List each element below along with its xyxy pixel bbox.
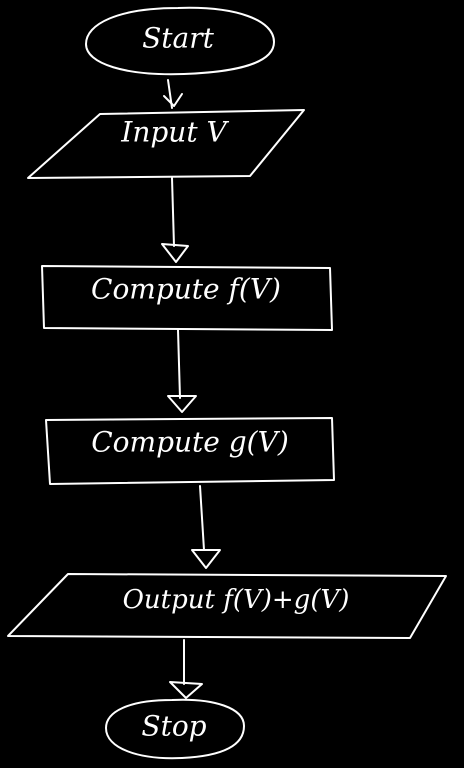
start-oval: [85, 6, 275, 76]
stop-node: Stop: [105, 698, 245, 760]
start-label: Start: [142, 22, 215, 55]
input-parallelogram: [27, 109, 305, 179]
input-node: Input V: [27, 109, 305, 179]
compute-g-box: [45, 417, 335, 485]
start-node: Start: [85, 6, 275, 76]
stop-oval: [105, 698, 245, 760]
compute-f-label: Compute f(V): [91, 273, 281, 306]
arrow-input-to-compute-f: [161, 177, 189, 263]
input-label: Input V: [120, 116, 229, 149]
arrow-compute-f-to-compute-g: [167, 329, 197, 413]
output-node: Output f(V)+g(V): [7, 573, 447, 639]
compute-f-node: Compute f(V): [41, 265, 333, 331]
output-parallelogram: [7, 573, 447, 639]
arrow-output-to-stop: [169, 639, 203, 699]
arrow-compute-g-to-output: [191, 485, 221, 569]
output-label: Output f(V)+g(V): [123, 585, 350, 615]
stop-label: Stop: [141, 710, 206, 743]
compute-g-label: Compute g(V): [91, 426, 289, 459]
compute-f-box: [41, 265, 333, 331]
compute-g-node: Compute g(V): [45, 417, 335, 485]
arrow-start-to-input: [163, 79, 183, 109]
